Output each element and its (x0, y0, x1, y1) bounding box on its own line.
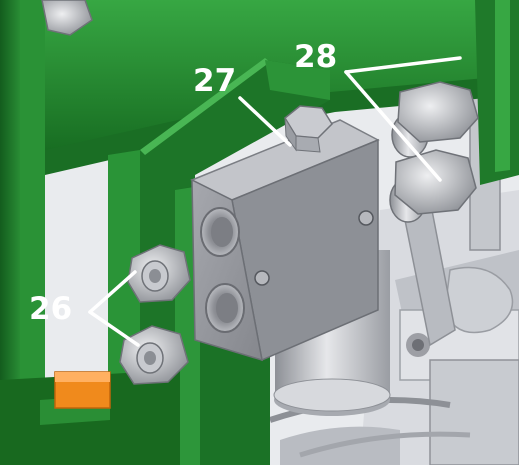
fittings-26 (119, 244, 191, 385)
small-bolt-side (358, 210, 374, 226)
leader-27 (238, 96, 292, 147)
callout-27: 27 (193, 63, 237, 99)
leader-26-upper (88, 270, 137, 314)
leader-28-upper (344, 56, 462, 74)
leader-lines (88, 56, 462, 347)
fittings-28 (389, 81, 479, 223)
leader-28-lower (344, 70, 442, 182)
orange-part-highlight (55, 372, 110, 382)
valve-block (190, 105, 380, 362)
top-left-nut (41, 0, 93, 36)
leader-26-lower (88, 310, 140, 347)
fitting-nut-upper (397, 81, 479, 143)
small-bolt-front (254, 270, 270, 286)
callout-26: 26 (29, 291, 73, 327)
callout-28: 28 (294, 39, 338, 75)
fitting-nut-lower (394, 149, 477, 215)
